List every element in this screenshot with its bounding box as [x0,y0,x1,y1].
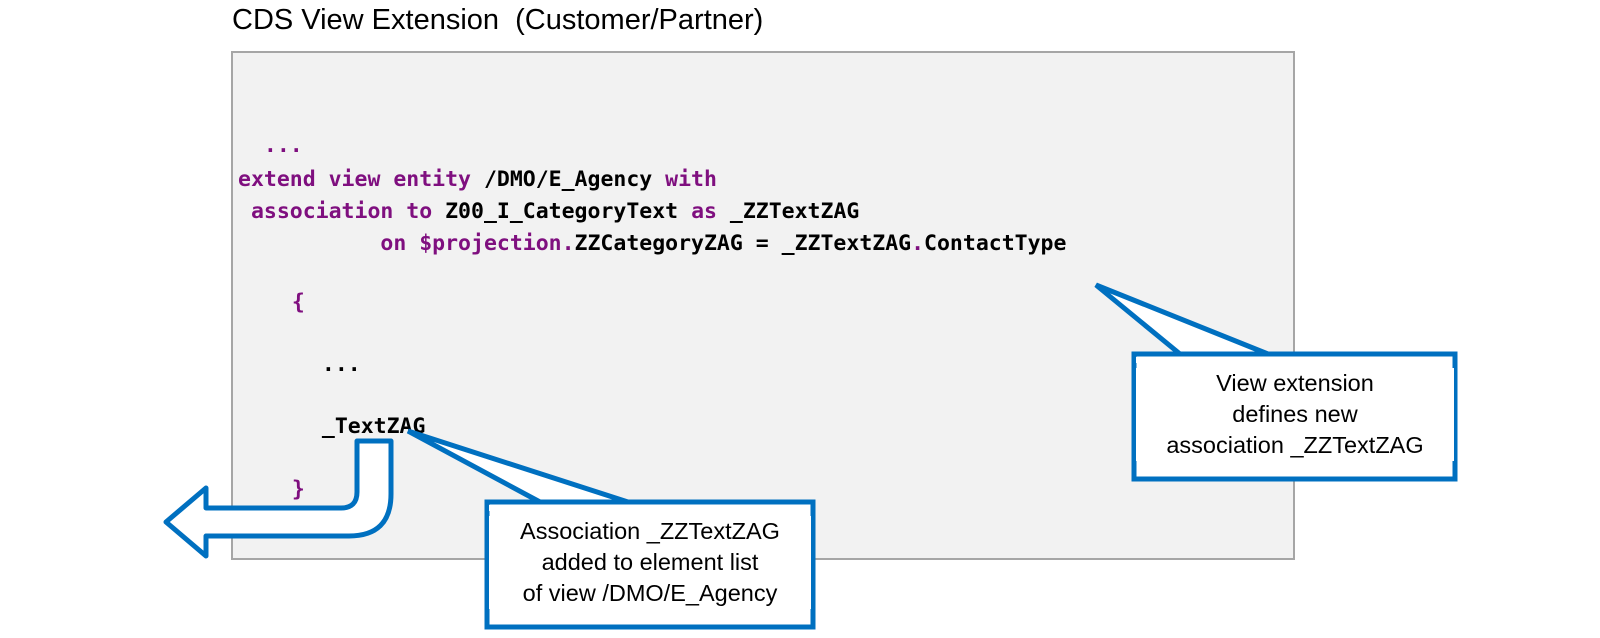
keyword-with: with [665,167,717,192]
callout-element-list-label: Association _ZZTextZAG added to element … [489,516,811,609]
element-text-zag: _TextZAG [321,414,426,439]
keyword-association-to: association to [238,199,433,224]
inner-ellipsis: ... [321,352,361,377]
code-line-ellipsis: ... [238,107,303,159]
code-line-brace-open: { [266,264,305,316]
code-line-element: _TextZAG [296,388,426,440]
identifier-on-condition: ZZCategoryZAG = _ZZTextZAG [574,231,912,256]
identifier-category-text: Z00_I_CategoryText [432,199,692,224]
code-line-on-condition: on $projection.ZZCategoryZAG = _ZZTextZA… [238,231,1066,257]
keyword-extend-view-entity: extend view entity [238,167,471,192]
identifier-association-alias: _ZZTextZAG [716,199,860,224]
code-panel [231,51,1295,560]
diagram-title: CDS View Extension (Customer/Partner) [232,4,764,36]
keyword-as: as [691,199,717,224]
identifier-agency-view: /DMO/E_Agency [471,167,666,192]
keyword-dot: . [911,231,925,256]
code-line-extend: extend view entity /DMO/E_Agency with [238,167,717,193]
brace-close: } [291,477,305,502]
code-line-association: association to Z00_I_CategoryText as _ZZ… [238,199,859,225]
code-ellipsis: ... [263,133,303,158]
code-line-inner-ellipsis: ... [296,326,361,378]
code-line-brace-close: } [266,451,305,503]
identifier-contact-type: ContactType [924,231,1067,256]
brace-open: { [291,290,305,315]
keyword-on-projection: on $projection. [238,231,575,256]
callout-view-extension-label: View extension defines new association _… [1136,368,1454,461]
